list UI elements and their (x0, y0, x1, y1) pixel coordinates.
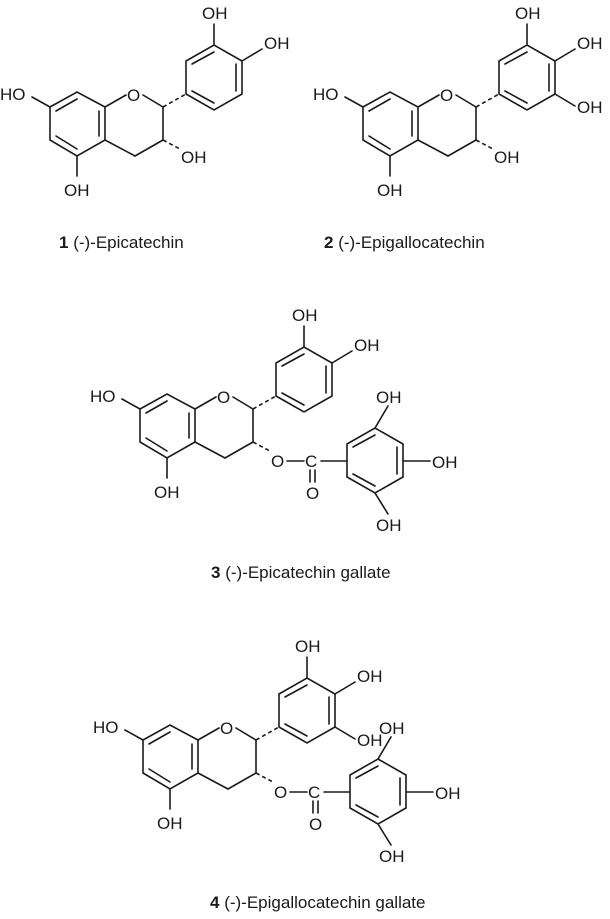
oh-label: OH (202, 4, 228, 23)
compound-number: 2 (324, 233, 334, 252)
oh-label: OH (577, 98, 603, 117)
structure-epigallocatechin-gallate: HO OH O O C O OH OH OH (93, 637, 461, 866)
oh-label: OH (577, 34, 603, 53)
o-label: O (217, 388, 230, 407)
compound-number: 4 (210, 893, 220, 912)
caption-compound-2: 2 (-)-Epigallocatechin (324, 233, 485, 253)
oh-label: OH (357, 731, 383, 750)
oh-label: OH (292, 306, 318, 325)
oh-label: OH (354, 336, 380, 355)
oh-label: OH (357, 667, 383, 686)
ho-label: HO (313, 85, 339, 104)
o-label: O (440, 86, 453, 105)
ho-label: HO (0, 85, 26, 104)
oh-label: OH (376, 516, 402, 535)
ester-o-label: O (274, 783, 287, 802)
oh-label: OH (432, 453, 458, 472)
oh-label: OH (515, 4, 541, 23)
compound-number: 1 (59, 233, 69, 252)
structure-epicatechin-gallate: HO OH O O C O OH OH OH (90, 306, 458, 535)
compound-name: (-)-Epicatechin gallate (225, 563, 391, 582)
ho-label: HO (90, 387, 116, 406)
oh-label: OH (379, 847, 405, 866)
structure-epicatechin: HO OH O OH OH OH (0, 4, 290, 200)
ho-label: HO (93, 718, 119, 737)
oh-label: OH (295, 637, 321, 656)
oh-label: OH (181, 148, 207, 167)
ester-o-label: O (271, 452, 284, 471)
oh-label: OH (157, 814, 183, 833)
oh-label: OH (376, 388, 402, 407)
caption-compound-4: 4 (-)-Epigallocatechin gallate (210, 893, 425, 913)
oh-label: OH (494, 148, 520, 167)
oh-label: OH (154, 483, 180, 502)
carbonyl-o-label: O (309, 815, 322, 834)
o-label: O (127, 86, 140, 105)
compound-name: (-)-Epigallocatechin gallate (224, 893, 426, 912)
compound-name: (-)-Epicatechin (73, 233, 184, 252)
oh-label: OH (379, 719, 405, 738)
oh-label: OH (435, 784, 461, 803)
structure-epigallocatechin: HO OH O OH OH OH OH (313, 4, 603, 200)
carbonyl-c-label: C (308, 783, 320, 802)
caption-compound-3: 3 (-)-Epicatechin gallate (211, 563, 391, 583)
oh-label: OH (264, 34, 290, 53)
carbonyl-o-label: O (306, 484, 319, 503)
compound-number: 3 (211, 563, 221, 582)
compound-name: (-)-Epigallocatechin (338, 233, 485, 252)
caption-compound-1: 1 (-)-Epicatechin (59, 233, 184, 253)
o-label: O (220, 719, 233, 738)
oh-label: OH (377, 181, 403, 200)
oh-label: OH (64, 181, 90, 200)
carbonyl-c-label: C (305, 452, 317, 471)
